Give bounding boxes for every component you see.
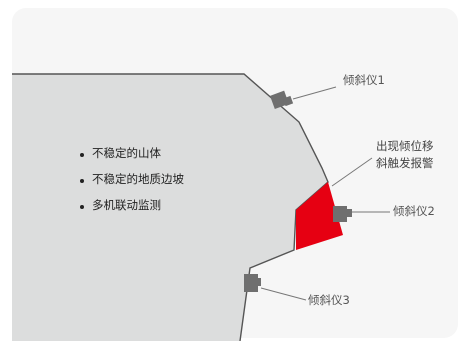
tiltmeter-2 (333, 206, 352, 222)
tiltmeter-1-label: 倾斜仪1 (343, 73, 385, 87)
feature-list: 不稳定的山体 不稳定的地质边坡 多机联动监测 (80, 147, 184, 226)
tiltmeter-1 (270, 90, 294, 109)
alert-line-2: 斜触发报警 (376, 156, 434, 170)
tiltmeter-3 (244, 274, 261, 292)
tiltmeter-1-leader (292, 86, 337, 100)
feature-item: 多机联动监测 (80, 199, 184, 226)
feature-item: 不稳定的山体 (80, 147, 184, 174)
tiltmeter-3-label: 倾斜仪3 (308, 293, 350, 307)
alert-leader (331, 157, 373, 187)
feature-item: 不稳定的地质边坡 (80, 173, 184, 200)
displacement-zone (296, 182, 343, 250)
tiltmeter-2-label: 倾斜仪2 (393, 204, 435, 218)
alert-line-1: 出现倾位移 (376, 139, 434, 153)
tiltmeter-3-leader (260, 287, 307, 301)
alert-label: 出现倾位移 斜触发报警 (376, 138, 434, 172)
